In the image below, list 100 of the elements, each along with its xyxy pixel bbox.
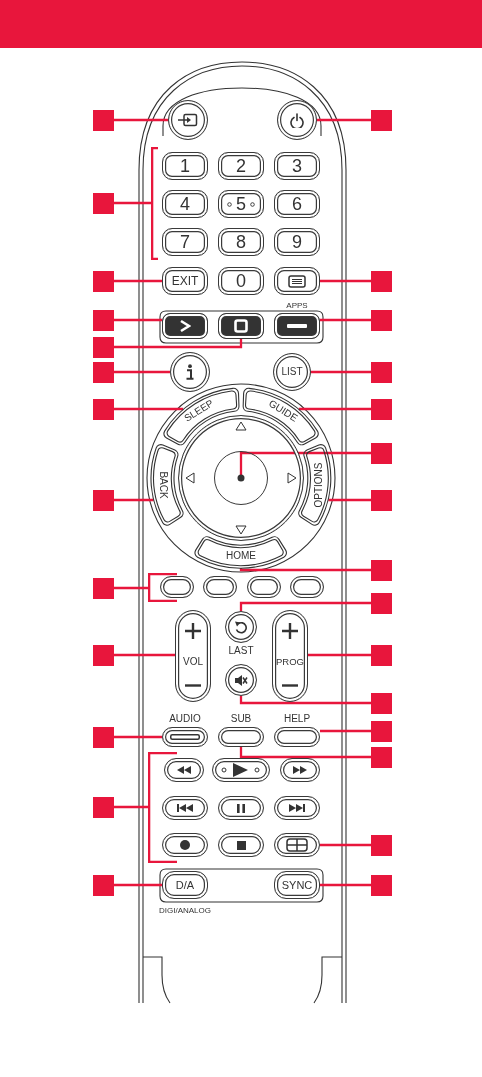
leader-line bbox=[114, 339, 243, 349]
remote-button bbox=[274, 267, 320, 295]
leader-line bbox=[239, 567, 371, 572]
remote-button bbox=[289, 576, 324, 598]
remote-button: LIST bbox=[273, 353, 311, 391]
remote-button bbox=[274, 727, 320, 747]
ring-button: OPTIONS bbox=[297, 442, 331, 527]
leader-line bbox=[114, 201, 151, 205]
button-caption: HELP bbox=[283, 714, 311, 724]
remote-button: 8 bbox=[218, 228, 264, 256]
button-caption: AUDIO bbox=[169, 714, 201, 724]
remote-button: 7 bbox=[162, 228, 208, 256]
leader-line bbox=[328, 498, 371, 502]
remote-button: D/A bbox=[162, 871, 208, 899]
callout-marker bbox=[93, 726, 114, 748]
remote-button: 3 bbox=[274, 152, 320, 180]
leader-line bbox=[320, 843, 371, 847]
callout-marker bbox=[93, 489, 114, 511]
remote-button: 1 bbox=[162, 152, 208, 180]
remote-button bbox=[160, 576, 194, 598]
callout-marker bbox=[371, 442, 392, 464]
callout-marker bbox=[371, 559, 392, 581]
remote-button: 0 bbox=[218, 267, 264, 295]
callout-marker bbox=[371, 489, 392, 511]
remote-button bbox=[274, 833, 320, 857]
leader-line bbox=[114, 370, 170, 374]
leader-line bbox=[114, 883, 162, 887]
leader-line bbox=[239, 451, 371, 475]
remote-button bbox=[218, 796, 264, 820]
callout-marker bbox=[371, 109, 392, 131]
leader-line bbox=[239, 601, 371, 611]
remote-button: 9 bbox=[274, 228, 320, 256]
remote-button: 5 bbox=[218, 190, 264, 218]
callout-marker bbox=[93, 874, 114, 896]
button-caption: LAST bbox=[228, 646, 254, 656]
leader-line bbox=[320, 729, 371, 733]
round-button bbox=[168, 100, 208, 140]
leader-line bbox=[320, 318, 371, 322]
remote-button bbox=[162, 727, 208, 747]
callout-marker bbox=[371, 834, 392, 856]
callout-marker bbox=[93, 398, 114, 420]
remote-button: SYNC bbox=[274, 871, 320, 899]
leader-line bbox=[114, 735, 162, 739]
leader-line bbox=[298, 407, 371, 411]
callout-marker bbox=[371, 692, 392, 714]
callout-marker bbox=[371, 309, 392, 331]
callout-marker bbox=[93, 270, 114, 292]
leader-line bbox=[114, 653, 175, 657]
round-button bbox=[277, 100, 317, 140]
leader-line bbox=[239, 747, 371, 759]
remote-button bbox=[280, 758, 320, 782]
callout-marker bbox=[93, 796, 114, 818]
callout-marker bbox=[93, 361, 114, 383]
remote-button bbox=[203, 576, 238, 598]
remote-button bbox=[162, 796, 208, 820]
remote-button bbox=[274, 313, 320, 339]
remote-button bbox=[162, 313, 208, 339]
remote-button bbox=[246, 576, 281, 598]
callout-marker bbox=[371, 270, 392, 292]
remote-button: 2 bbox=[218, 152, 264, 180]
callout-marker bbox=[371, 361, 392, 383]
callout-marker bbox=[371, 592, 392, 614]
remote-button bbox=[218, 833, 264, 857]
callout-marker bbox=[371, 644, 392, 666]
callout-marker bbox=[93, 309, 114, 331]
callout-marker bbox=[371, 720, 392, 742]
round-button bbox=[225, 611, 257, 643]
leader-line bbox=[239, 696, 371, 705]
leader-line bbox=[114, 279, 162, 283]
callout-marker bbox=[93, 644, 114, 666]
callout-marker bbox=[93, 109, 114, 131]
remote-button: VOL bbox=[175, 610, 211, 702]
leader-line bbox=[114, 407, 184, 411]
remote-button bbox=[162, 833, 208, 857]
bracket bbox=[148, 573, 177, 602]
remote-button: 4 bbox=[162, 190, 208, 218]
remote-button: EXIT bbox=[162, 267, 208, 295]
leader-line bbox=[320, 883, 371, 887]
button-caption: SUB bbox=[230, 714, 252, 724]
callout-marker bbox=[93, 577, 114, 599]
bracket bbox=[151, 147, 158, 260]
remote-button bbox=[218, 727, 264, 747]
leader-line bbox=[114, 318, 162, 322]
leader-line bbox=[308, 653, 371, 657]
remote-button: PROG bbox=[272, 610, 308, 702]
remote-button bbox=[164, 758, 204, 782]
remote-button: 6 bbox=[274, 190, 320, 218]
bracket bbox=[148, 752, 177, 863]
ring-button: HOME bbox=[193, 534, 289, 568]
button-caption: APPS bbox=[286, 302, 308, 310]
ring-button: BACK bbox=[151, 442, 185, 527]
leader-line bbox=[311, 370, 371, 374]
leader-line bbox=[114, 805, 148, 809]
leader-line bbox=[317, 118, 371, 122]
leader-line bbox=[114, 586, 148, 590]
leader-line bbox=[114, 498, 154, 502]
leader-line bbox=[114, 118, 168, 122]
callout-marker bbox=[371, 874, 392, 896]
leader-line bbox=[320, 279, 371, 283]
callout-marker bbox=[93, 336, 114, 358]
